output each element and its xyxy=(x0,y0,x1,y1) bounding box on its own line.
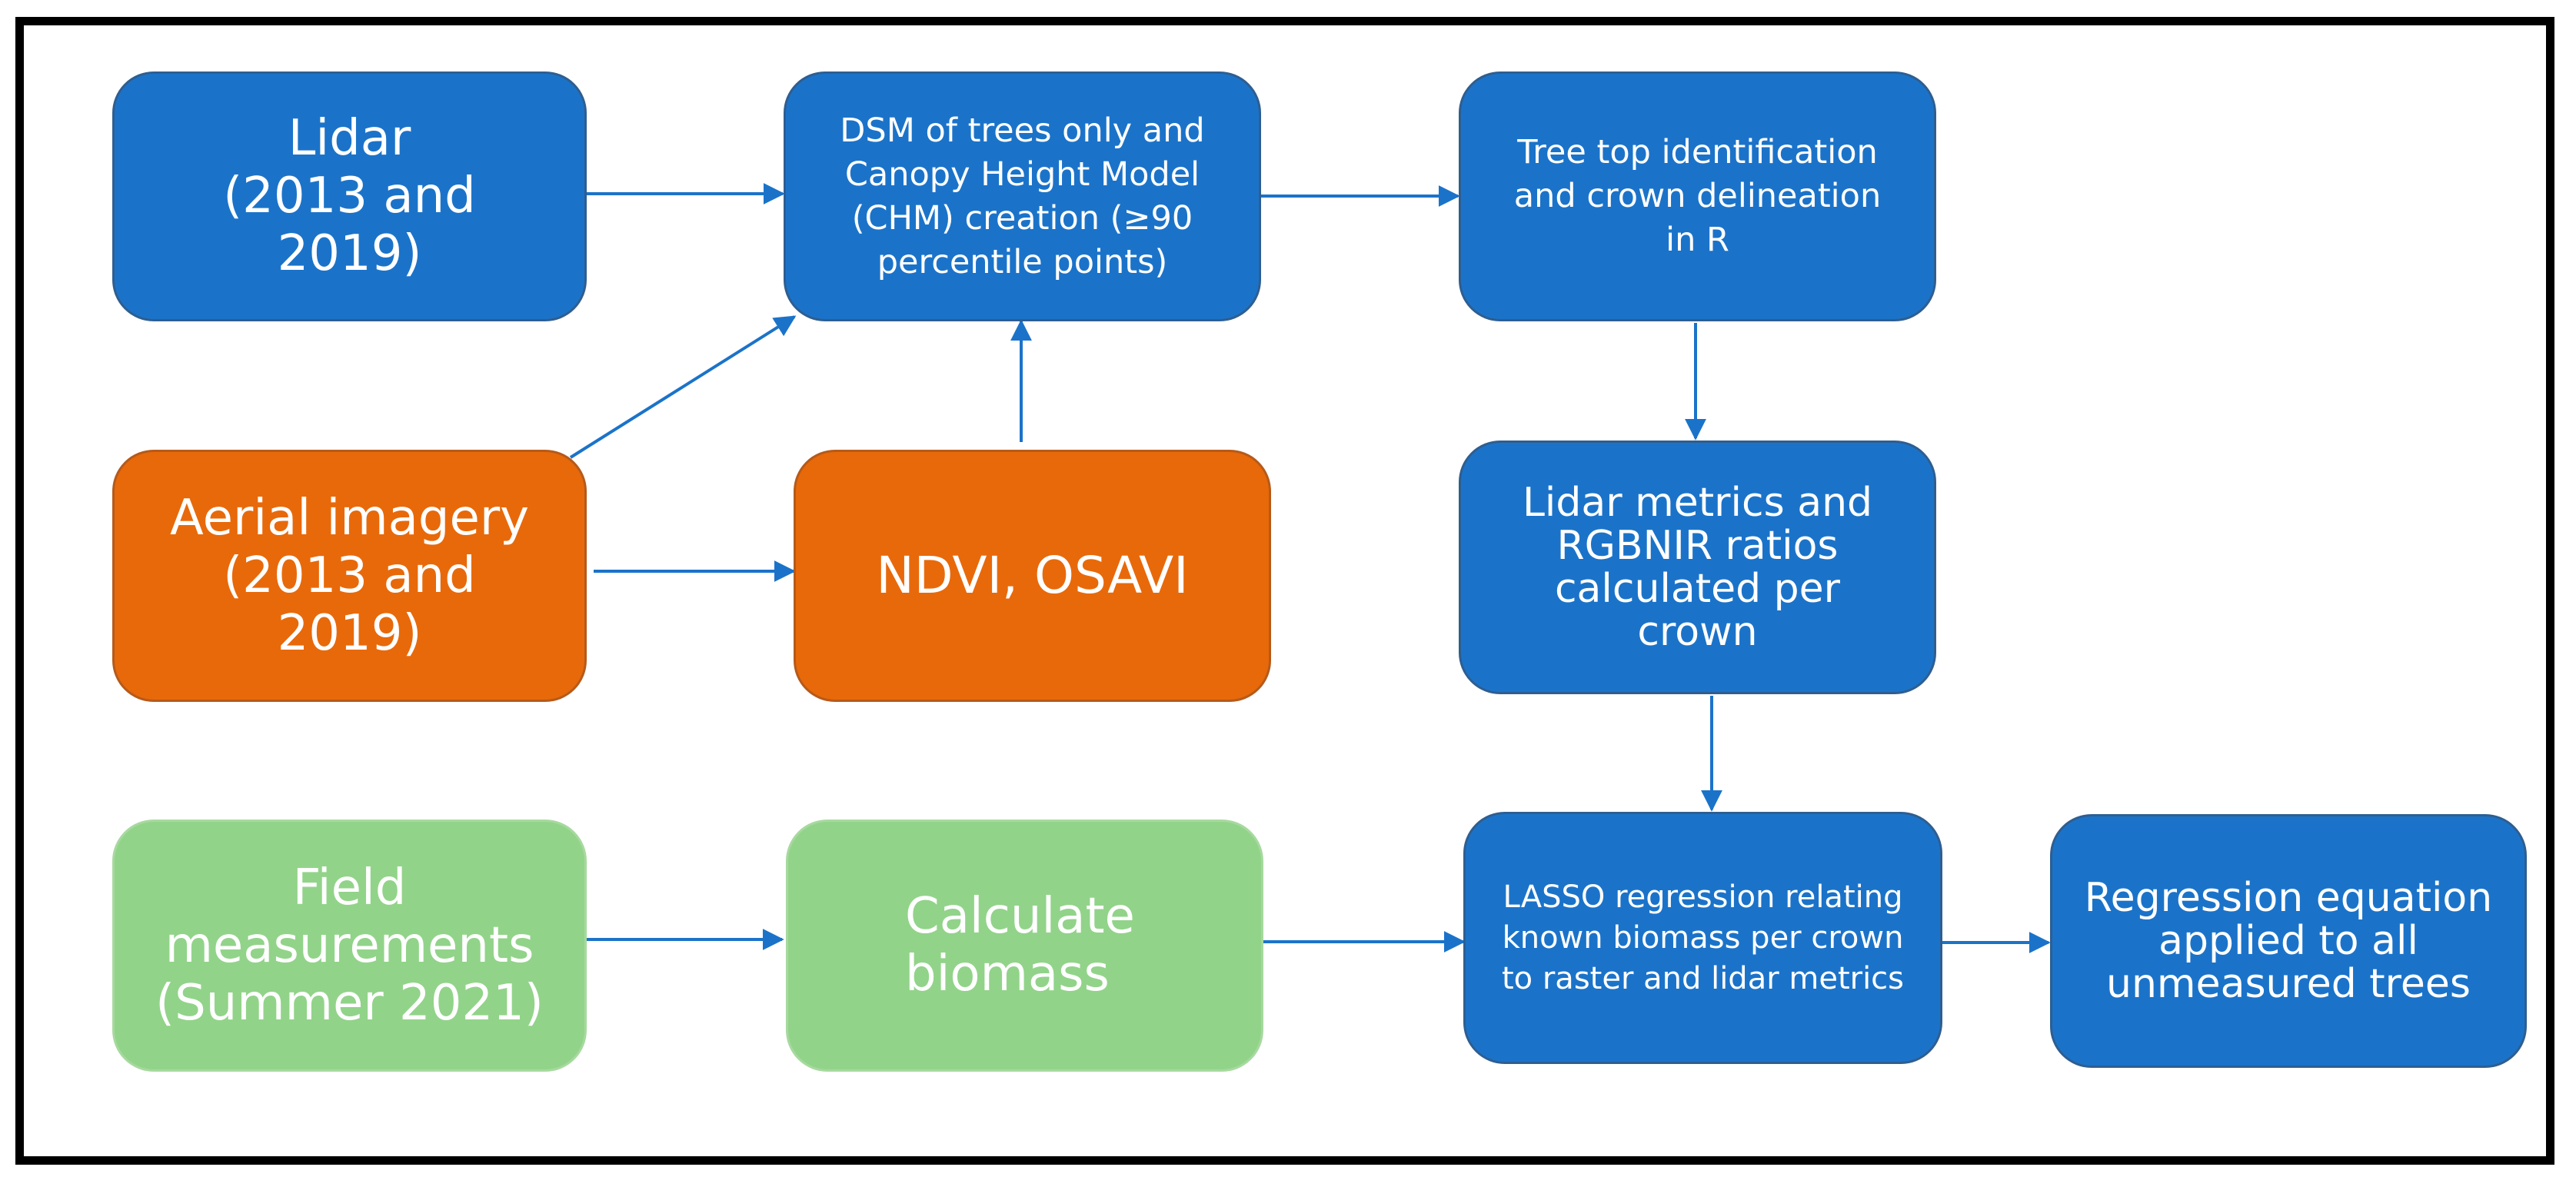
node-field-measurements: Field measurements (Summer 2021) xyxy=(112,820,587,1072)
node-aerial-imagery: Aerial imagery (2013 and 2019) xyxy=(112,450,587,702)
node-field-measurements-label: Field measurements (Summer 2021) xyxy=(155,859,544,1032)
node-ndvi-osavi: NDVI, OSAVI xyxy=(794,450,1271,702)
node-calculate-biomass: Calculate biomass xyxy=(786,820,1263,1072)
node-lasso-regression-label: LASSO regression relating known biomass … xyxy=(1501,879,1905,996)
node-aerial-imagery-label: Aerial imagery (2013 and 2019) xyxy=(170,489,529,662)
node-lasso-regression: LASSO regression relating known biomass … xyxy=(1463,812,1942,1064)
node-regression-applied: Regression equation applied to all unmea… xyxy=(2050,814,2527,1068)
node-lidar-metrics-label: Lidar metrics and RGBNIR ratios calculat… xyxy=(1522,480,1873,655)
node-lidar-metrics: Lidar metrics and RGBNIR ratios calculat… xyxy=(1459,441,1936,694)
node-lidar: Lidar (2013 and 2019) xyxy=(112,71,587,321)
arrow-aerial-to-dsm xyxy=(569,315,797,459)
node-dsm-chm: DSM of trees only and Canopy Height Mode… xyxy=(784,71,1261,321)
node-regression-applied-label: Regression equation applied to all unmea… xyxy=(2084,875,2493,1007)
node-calculate-biomass-label: Calculate biomass xyxy=(905,888,1135,1002)
node-ndvi-osavi-label: NDVI, OSAVI xyxy=(876,546,1189,605)
node-tree-top: Tree top identification and crown deline… xyxy=(1459,71,1936,321)
node-dsm-chm-label: DSM of trees only and Canopy Height Mode… xyxy=(840,111,1205,281)
node-lidar-label: Lidar (2013 and 2019) xyxy=(223,110,476,282)
node-tree-top-label: Tree top identification and crown deline… xyxy=(1513,133,1882,259)
